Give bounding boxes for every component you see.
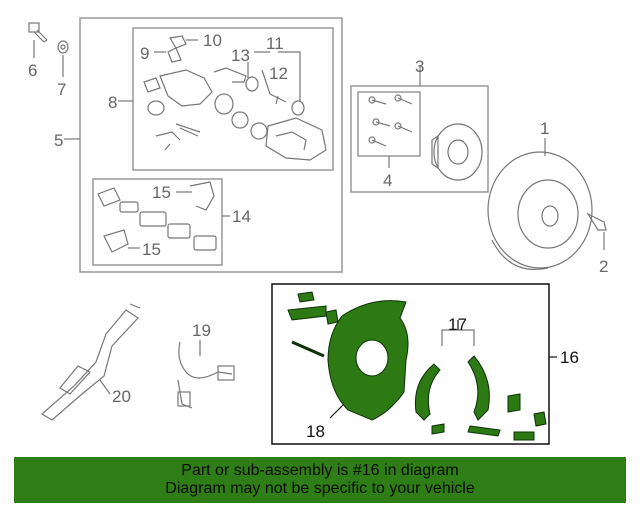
callout-3: 3 — [415, 57, 424, 76]
bolt-part[interactable] — [28, 22, 48, 43]
callout-10: 10 — [203, 31, 222, 50]
callout-4: 4 — [383, 171, 392, 190]
callout-9: 9 — [140, 44, 149, 63]
caliper-subassembly-box — [132, 27, 334, 171]
washer-part[interactable] — [57, 40, 69, 54]
callout-13: 13 — [231, 46, 250, 65]
backing-plate-part[interactable] — [327, 300, 409, 421]
caliper-parts[interactable] — [143, 35, 327, 161]
backing-plate-assembly-box[interactable] — [271, 283, 550, 445]
callout-11: 11 — [266, 34, 284, 53]
callout-17: 17 — [448, 315, 467, 334]
callout-1: 1 — [540, 119, 549, 138]
rotor-part[interactable] — [487, 151, 593, 270]
wheel-speed-sensor-part[interactable] — [177, 341, 235, 409]
callout-20: 20 — [112, 387, 131, 406]
backing-plate-hardware[interactable] — [287, 291, 547, 441]
brake-shoe-parts[interactable] — [414, 355, 490, 421]
hub-bolt-parts[interactable] — [368, 94, 413, 147]
callout-6: 6 — [28, 61, 37, 80]
hub-bearing-part[interactable] — [431, 123, 483, 181]
callout-15a: 15 — [152, 183, 171, 202]
callout-14: 14 — [232, 207, 251, 226]
hub-bolts-box — [357, 91, 421, 157]
brake-pad-parts[interactable] — [97, 181, 217, 253]
callout-18: 18 — [306, 422, 325, 441]
callout-15b: 15 — [142, 240, 161, 259]
callout-7: 7 — [57, 80, 66, 99]
banner-line-1: Part or sub-assembly is #16 in diagram — [181, 462, 459, 479]
callout-2: 2 — [599, 257, 608, 276]
pad-kit-box — [92, 178, 223, 266]
assembly-info-banner: Part or sub-assembly is #16 in diagram D… — [14, 457, 626, 503]
callout-8: 8 — [108, 93, 117, 112]
caliper-assembly-box — [79, 17, 343, 273]
callout-12: 12 — [269, 64, 288, 83]
parking-brake-cable-part[interactable] — [40, 303, 141, 421]
callout-16: 16 — [560, 348, 579, 367]
callout-5: 5 — [54, 131, 63, 150]
callout-19: 19 — [192, 321, 211, 340]
wheel-stud-part[interactable] — [586, 212, 607, 231]
banner-line-2: Diagram may not be specific to your vehi… — [165, 480, 475, 497]
